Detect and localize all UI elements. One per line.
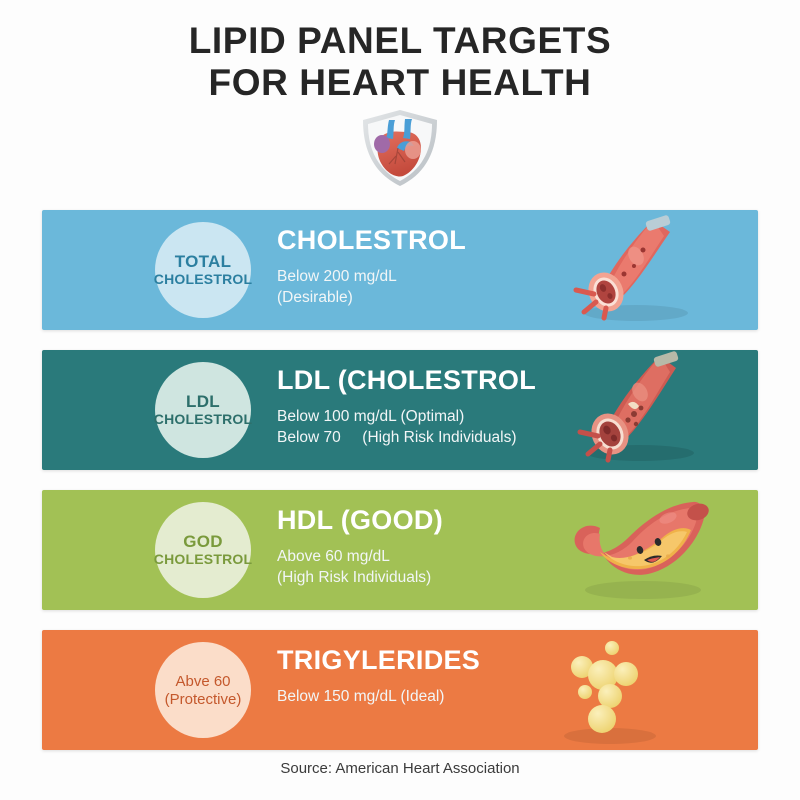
artery-plaque-icon — [548, 350, 748, 470]
circle-label-line-1: GOD — [183, 532, 223, 551]
circle-label-line-1: Abve 60 — [175, 673, 231, 690]
circle-badge-ldl-cholesterol: LDL CHOLESTROL — [153, 362, 253, 458]
artery-icon — [548, 210, 748, 330]
title-line-2: FOR HEART HEALTH — [208, 62, 592, 103]
row-detail: Below 150 mg/dL (Ideal) — [277, 688, 445, 705]
row-detail: Below 200 mg/dL (Desirable) — [277, 268, 397, 306]
circle-label-line-1: TOTAL — [174, 252, 232, 271]
row-triglycerides[interactable]: Abve 60 (Protective) TRIGYLERIDES Below … — [42, 630, 758, 750]
row-heading: CHOLESTROL — [277, 225, 466, 255]
row-text-block: LDL (CHOLESTROL Below 100 mg/dL (Optimal… — [277, 364, 577, 448]
row-detail: Above 60 mg/dL (High Risk Individuals) — [277, 548, 432, 586]
circle-label-line-2: (Protective) — [164, 691, 242, 708]
row-total-cholesterol[interactable]: TOTAL CHOLESTROL CHOLESTROL Below 200 mg… — [42, 210, 758, 330]
circle-label-line-2: CHOLESTROL — [153, 551, 253, 567]
circle-badge-triglycerides: Abve 60 (Protective) — [155, 642, 251, 738]
fat-globules-icon — [548, 630, 748, 750]
circle-label-line-1: LDL — [186, 392, 220, 411]
row-text-block: CHOLESTROL Below 200 mg/dL (Desirable) — [277, 224, 577, 308]
happy-artery-icon — [548, 490, 748, 610]
title-line-1: LIPID PANEL TARGETS — [188, 20, 612, 61]
row-hdl-cholesterol[interactable]: GOD CHOLESTROL HDL (GOOD) Above 60 mg/dL… — [42, 490, 758, 610]
circle-label-line-2: CHOLESTROL — [153, 271, 253, 287]
row-detail: Below 100 mg/dL (Optimal) Below 70 (High… — [277, 408, 517, 446]
circle-badge-hdl-cholesterol: GOD CHOLESTROL — [153, 502, 253, 598]
page-title: LIPID PANEL TARGETS FOR HEART HEALTH — [0, 20, 800, 104]
heart-shield-icon — [355, 108, 445, 188]
circle-label-line-2: CHOLESTROL — [153, 411, 253, 427]
row-ldl-cholesterol[interactable]: LDL CHOLESTROL LDL (CHOLESTROL Below 100… — [42, 350, 758, 470]
row-heading: HDL (GOOD) — [277, 505, 443, 535]
row-text-block: TRIGYLERIDES Below 150 mg/dL (Ideal) — [277, 644, 577, 707]
circle-badge-total-cholesterol: TOTAL CHOLESTROL — [153, 222, 253, 318]
row-heading: TRIGYLERIDES — [277, 645, 481, 675]
row-heading: LDL (CHOLESTROL — [277, 365, 536, 395]
source-note: Source: American Heart Association — [280, 760, 520, 777]
row-text-block: HDL (GOOD) Above 60 mg/dL (High Risk Ind… — [277, 504, 577, 588]
